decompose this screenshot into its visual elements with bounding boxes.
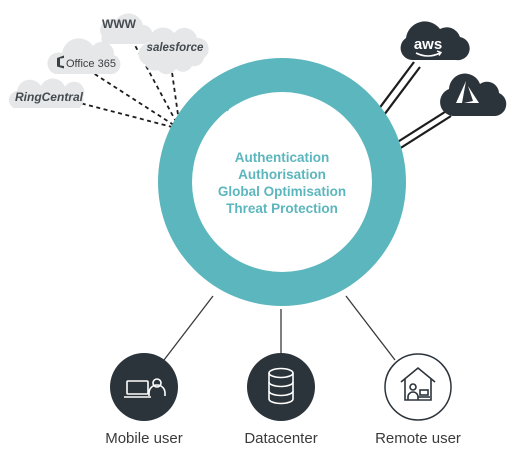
mobile-user-circle — [110, 353, 178, 421]
database-icon — [268, 367, 294, 405]
home-user-icon — [400, 366, 436, 401]
www-label: WWW — [102, 17, 137, 31]
aws-smile-icon — [415, 52, 441, 57]
aws-cloud: aws — [400, 21, 470, 61]
connector-azure-b — [398, 115, 452, 150]
connector-mobile-user — [163, 295, 214, 361]
sdp-ring — [158, 58, 406, 306]
mobile-user-label: Mobile user — [105, 430, 183, 447]
ringcentral-cloud: RingCentral — [9, 78, 85, 108]
ringcentral-label: RingCentral — [15, 90, 84, 104]
office-logo-icon — [57, 55, 64, 69]
www-cloud: WWW — [100, 13, 153, 44]
services-list: Authentication Authorisation Global Opti… — [218, 150, 346, 216]
service-threat-protection: Threat Protection — [226, 201, 338, 216]
connector-remote-user — [345, 295, 396, 361]
salesforce-label: salesforce — [147, 42, 205, 54]
service-authorisation: Authorisation — [238, 167, 326, 182]
remote-user-label: Remote user — [375, 430, 461, 447]
azure-cloud — [440, 73, 507, 116]
remote-user-circle — [384, 353, 452, 421]
azure-icon — [456, 81, 479, 103]
connector-azure-a — [395, 109, 449, 144]
connector-ringcentral — [79, 102, 181, 130]
endpoint-mobile-user: Mobile user — [105, 353, 183, 447]
service-authentication: Authentication — [235, 150, 330, 165]
datacenter-label: Datacenter — [244, 430, 317, 447]
laptop-user-icon — [124, 378, 166, 398]
endpoint-datacenter: Datacenter — [244, 353, 318, 447]
salesforce-cloud: salesforce — [138, 27, 209, 75]
aws-label: aws — [414, 36, 442, 53]
service-global-optimisation: Global Optimisation — [218, 184, 346, 199]
office365-cloud: Office 365 — [47, 38, 121, 74]
endpoint-remote-user: Remote user — [375, 353, 461, 447]
connector-office365 — [89, 70, 181, 130]
office365-label: Office 365 — [66, 58, 116, 70]
endpoint-connectors — [163, 295, 396, 361]
ring-inner — [192, 92, 372, 272]
